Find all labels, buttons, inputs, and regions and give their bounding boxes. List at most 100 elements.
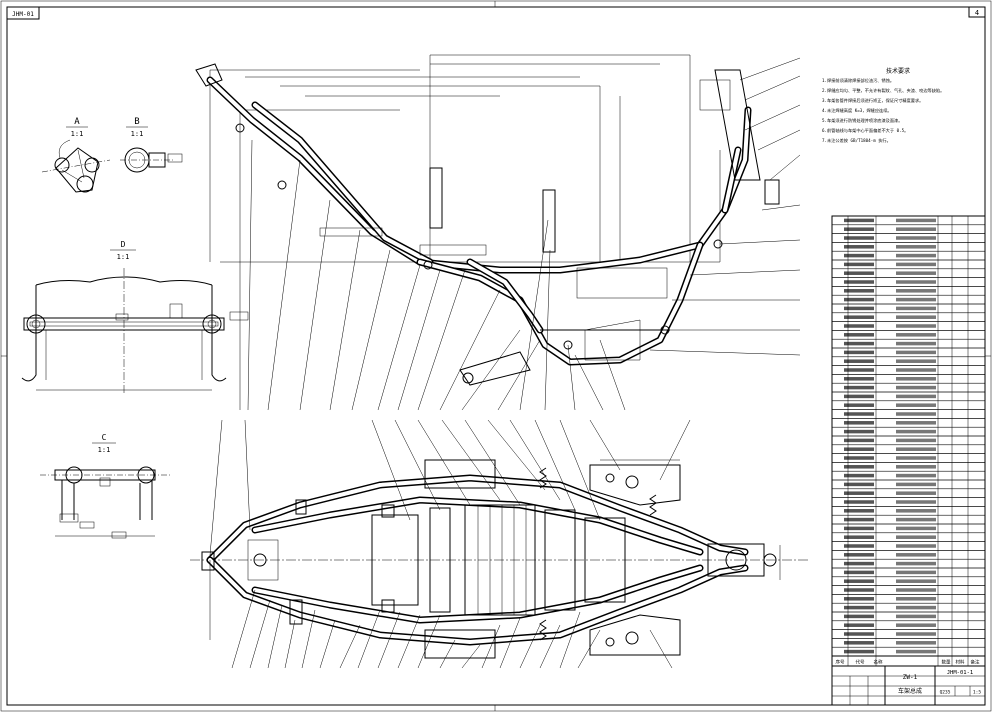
bom-row-code-mark: [844, 597, 874, 601]
bom-row-name-mark: [896, 605, 936, 610]
title-block-part-name: 车架总成: [898, 687, 922, 695]
view-c-scale: 1:1: [98, 446, 111, 454]
sheet-marker-text: 4: [975, 9, 979, 17]
bom-row-name-mark: [896, 491, 936, 495]
bom-row-name-mark: [896, 236, 936, 240]
bom-row-code-mark: [844, 491, 874, 495]
bom-row-code-mark: [844, 614, 874, 619]
bom-row-code-mark: [844, 227, 874, 231]
bom-row-name-mark: [896, 500, 936, 504]
bom-row-code-mark: [844, 649, 874, 654]
bom-row-name-mark: [896, 632, 936, 636]
bom-row-name-mark: [896, 385, 936, 390]
bom-row-name-mark: [896, 579, 936, 583]
bom-header-remark: 备注: [971, 659, 980, 666]
title-block-material: Q235: [940, 690, 951, 696]
bom-row-code-mark: [844, 412, 874, 416]
bom-row-code-mark: [844, 579, 874, 583]
bom-row-name-mark: [896, 588, 936, 592]
bom-row-name-mark: [896, 412, 936, 416]
bom-row-name-mark: [896, 535, 936, 539]
bom-row-code-mark: [844, 280, 874, 284]
note-line-4: 4.未注焊缝高度 K=3，焊缝应连续。: [822, 107, 892, 114]
bom-row-name-mark: [896, 597, 936, 601]
bom-row-name-mark: [896, 262, 936, 267]
bom-row-code-mark: [844, 632, 874, 636]
bom-row-code-mark: [844, 465, 874, 469]
view-d-scale: 1:1: [117, 253, 130, 261]
bom-row-name-mark: [896, 350, 936, 355]
bom-row-code-mark: [844, 482, 874, 487]
bom-row-code-mark: [844, 394, 874, 399]
bom-row-code-mark: [844, 473, 874, 478]
bom-header-name: 名称: [874, 659, 883, 666]
bom-row-code-mark: [844, 570, 874, 575]
bom-row-code-mark: [844, 588, 874, 592]
bom-row-code-mark: [844, 350, 874, 355]
bom-row-code-mark: [844, 403, 874, 407]
technical-notes: 技术要求 1.焊接前须清除焊接部位油污、锈蚀。 2.焊缝应均匀、平整，不允许有裂…: [822, 67, 944, 144]
title-block-designation: ZW-1: [903, 674, 918, 681]
bom-row-code-mark: [844, 271, 874, 275]
bom-row-code-mark: [844, 218, 874, 223]
bom-row-code-mark: [844, 341, 874, 346]
bom-row-code-mark: [844, 385, 874, 390]
bom-row-code-mark: [844, 245, 874, 249]
frame-side-view: [195, 54, 801, 411]
bom-row-code-mark: [844, 429, 874, 434]
bom-row-code-mark: [844, 359, 874, 363]
bom-row-name-mark: [896, 509, 936, 513]
bom-row-code-mark: [844, 377, 874, 381]
bom-row-name-mark: [896, 614, 936, 619]
bom-row-name-mark: [896, 253, 936, 258]
bom-row-code-mark: [844, 447, 874, 451]
bom-row-code-mark: [844, 253, 874, 258]
bom-row-code-mark: [844, 297, 874, 302]
bom-row-code-mark: [844, 535, 874, 539]
bom-row-code-mark: [844, 333, 874, 337]
notes-title: 技术要求: [886, 67, 910, 75]
bom-row-name-mark: [896, 333, 936, 337]
bom-row-code-mark: [844, 509, 874, 513]
bom-row-name-mark: [896, 570, 936, 575]
sheet-marker-box: 4: [968, 6, 986, 18]
bom-row-name-mark: [896, 456, 936, 460]
bom-row-name-mark: [896, 473, 936, 478]
bom-header-no: 序号: [836, 659, 845, 666]
bom-row-code-mark: [844, 368, 874, 372]
bom-row-code-mark: [844, 526, 874, 531]
bom-row-name-mark: [896, 227, 936, 231]
bom-row-name-mark: [896, 341, 936, 346]
bom-row-code-mark: [844, 623, 874, 627]
bom-row-name-mark: [896, 403, 936, 407]
bom-row-code-mark: [844, 561, 874, 566]
bom-row-name-mark: [896, 218, 936, 223]
bom-row-name-mark: [896, 280, 936, 284]
bom-row-name-mark: [896, 368, 936, 372]
note-line-3: 3.车架各管件焊接后须进行矫正，保证尺寸精度要求。: [822, 97, 923, 104]
bom-row-name-mark: [896, 271, 936, 275]
bom-row-name-mark: [896, 526, 936, 531]
bom-row-code-mark: [844, 544, 874, 548]
bom-row-code-mark: [844, 421, 874, 425]
bom-row-name-mark: [896, 394, 936, 399]
section-b-letter: B: [134, 117, 139, 127]
section-a-letter: A: [74, 117, 80, 127]
bom-row-code-mark: [844, 500, 874, 504]
bom-row-name-mark: [896, 517, 936, 522]
bom-row-code-mark: [844, 517, 874, 522]
view-d: D 1:1: [21, 240, 249, 395]
view-c: C 1:1: [40, 433, 170, 539]
bom-row-name-mark: [896, 447, 936, 451]
note-line-5: 5.车架须进行防锈处理并喷涂底漆及面漆。: [822, 117, 902, 124]
bom-header-code: 代号: [856, 659, 865, 666]
section-b-view: B 1:1: [120, 117, 183, 173]
bom-row-name-mark: [896, 324, 936, 328]
bom-row-name-mark: [896, 315, 936, 319]
bom-row-name-mark: [896, 421, 936, 425]
bom-row-name-mark: [896, 306, 936, 311]
bom-row-name-mark: [896, 429, 936, 434]
bom-row-code-mark: [844, 641, 874, 645]
bom-row-name-mark: [896, 561, 936, 566]
